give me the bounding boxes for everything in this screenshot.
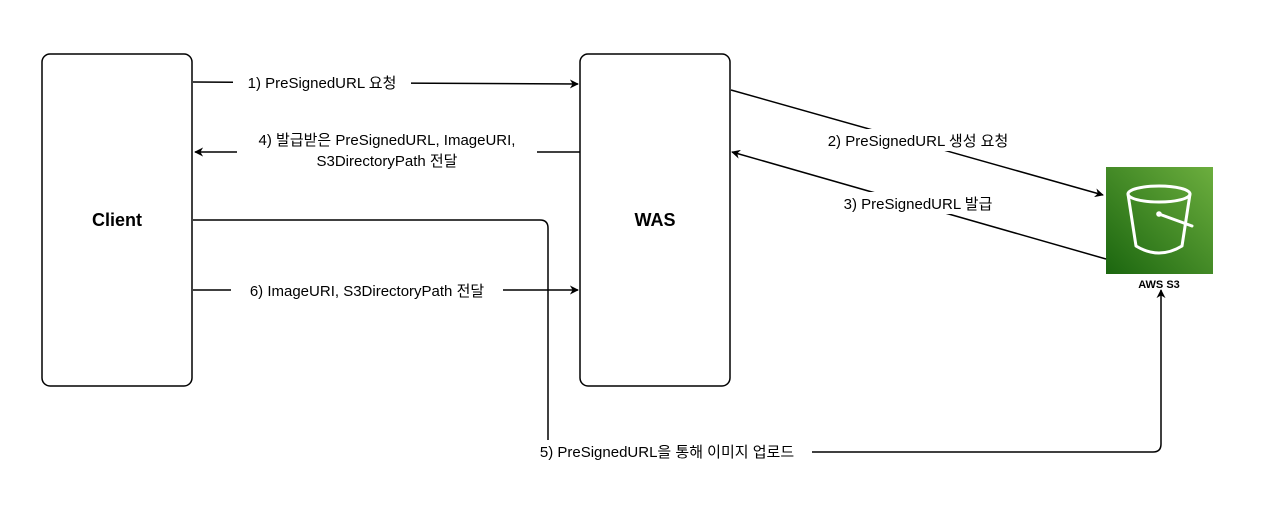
client-box: [41, 53, 193, 387]
edge-4: 4) 발급받은 PreSignedURL, ImageURI, S3Direct…: [194, 128, 580, 172]
edge-2-label: 2) PreSignedURL 생성 요청: [828, 133, 1009, 150]
edge-5-label: 5) PreSignedURL을 통해 이미지 업로드: [540, 444, 794, 461]
s3-node[interactable]: AWS S3: [1106, 167, 1213, 291]
s3-icon-background: [1106, 167, 1213, 274]
client-label: Client: [92, 210, 142, 230]
edge-2: 2) PreSignedURL 생성 요청: [730, 89, 1104, 198]
edge-6-label: 6) ImageURI, S3DirectoryPath 전달: [250, 283, 485, 300]
s3-label: AWS S3: [1138, 279, 1180, 291]
client-node[interactable]: Client: [41, 53, 193, 387]
bucket-icon-dot: [1156, 211, 1162, 217]
edge-5: 5) PreSignedURL을 통해 이미지 업로드: [193, 219, 1166, 462]
edge-1-label: 1) PreSignedURL 요청: [248, 75, 397, 92]
edge-3-label: 3) PreSignedURL 발급: [844, 196, 993, 213]
edge-4-label-line2: S3DirectoryPath 전달: [317, 153, 458, 170]
was-node[interactable]: WAS: [579, 53, 731, 387]
edge-3: 3) PreSignedURL 발급: [731, 149, 1107, 260]
bucket-icon: [1126, 184, 1194, 255]
was-box: [579, 53, 731, 387]
edge-1: 1) PreSignedURL 요청: [192, 71, 579, 93]
edge-4-label-line1: 4) 발급받은 PreSignedURL, ImageURI,: [259, 132, 516, 149]
edge-6: 6) ImageURI, S3DirectoryPath 전달: [193, 279, 579, 301]
was-label: WAS: [634, 210, 675, 230]
